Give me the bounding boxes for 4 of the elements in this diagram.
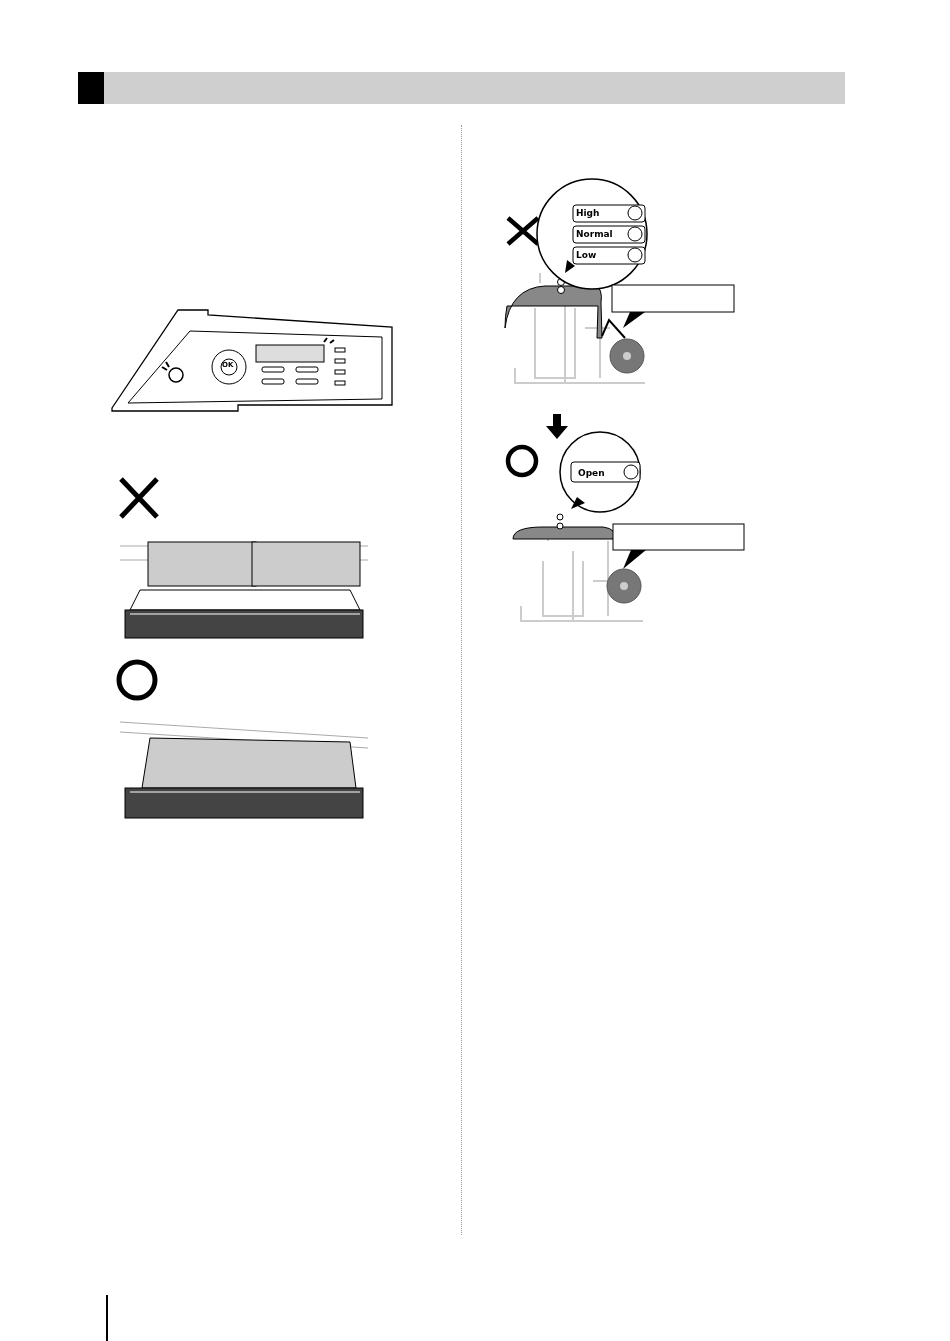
setting-label: Low [576,249,597,261]
setting-label: Normal [576,228,613,240]
setting-label: High [576,207,600,219]
setting-label: Open [578,467,605,479]
